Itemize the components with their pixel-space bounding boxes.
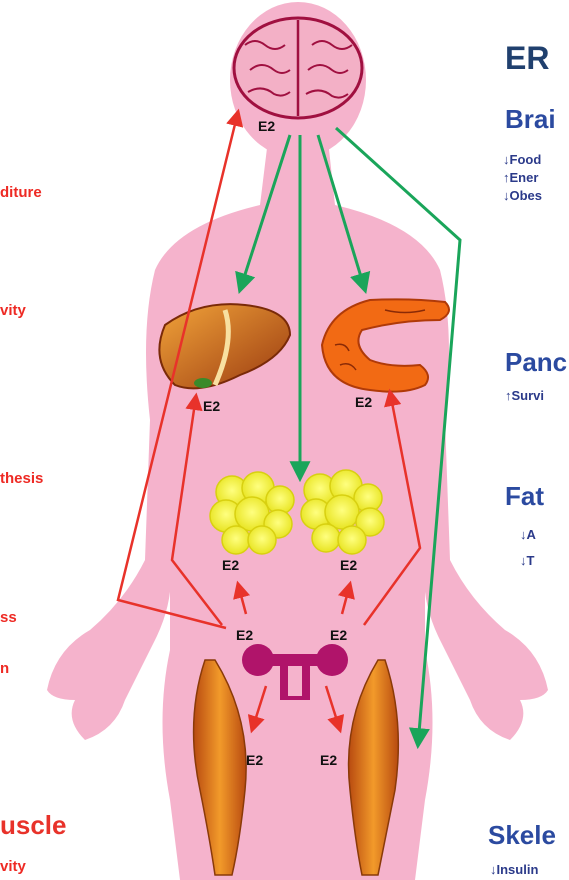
e2-label-muscle-left: E2 <box>246 752 263 768</box>
skeletal-section-title: Skele <box>488 820 556 851</box>
e2-label-muscle-right: E2 <box>320 752 337 768</box>
brain-icon <box>234 18 362 118</box>
left-heading-muscle: uscle <box>0 810 67 841</box>
brain-item-2: ↑Ener <box>503 170 538 185</box>
fat-item-1: ↓A <box>520 527 536 542</box>
left-label-activity: vity <box>0 302 26 319</box>
left-label-expenditure: diture <box>0 184 42 201</box>
e2-label-pancreas: E2 <box>355 394 372 410</box>
pancreas-section-title: Panc <box>505 347 567 378</box>
e2-label-fat-left: E2 <box>222 557 239 573</box>
e2-label-ovary-right: E2 <box>330 627 347 643</box>
brain-item-3: ↓Obes <box>503 188 542 203</box>
left-label-n: n <box>0 660 9 677</box>
brain-section-title: Brai <box>505 104 556 135</box>
fat-section-title: Fat <box>505 481 544 512</box>
brain-item-1: ↓Food <box>503 152 541 167</box>
pancreas-item-1: ↑Survi <box>505 388 544 403</box>
e2-label-brain: E2 <box>258 118 275 134</box>
left-label-loss: ss <box>0 609 17 626</box>
right-heading: ER <box>505 40 549 77</box>
e2-label-liver: E2 <box>203 398 220 414</box>
skeletal-item-1: ↓Insulin <box>490 862 538 877</box>
body-silhouette <box>47 2 548 880</box>
e2-label-fat-right: E2 <box>340 557 357 573</box>
e2-label-ovary-left: E2 <box>236 627 253 643</box>
left-label-muscle-activity: vity <box>0 858 26 875</box>
left-label-synthesis: thesis <box>0 470 43 487</box>
fat-item-2: ↓T <box>520 553 534 568</box>
